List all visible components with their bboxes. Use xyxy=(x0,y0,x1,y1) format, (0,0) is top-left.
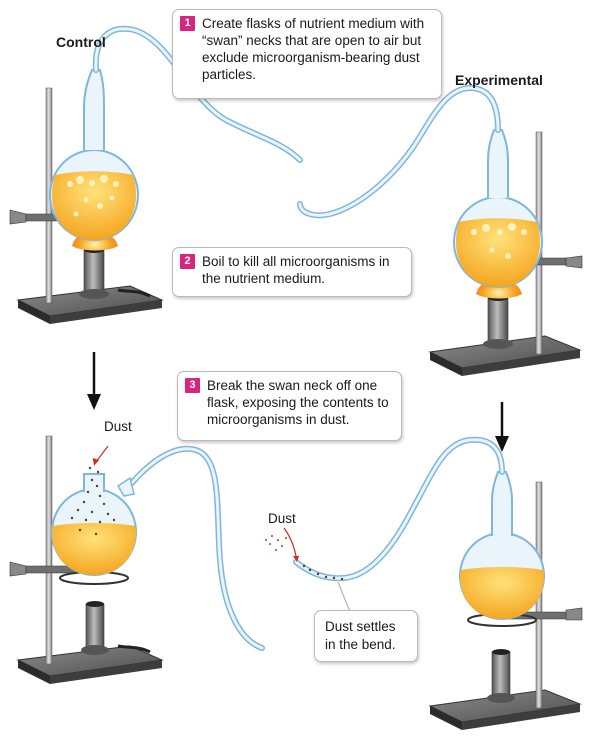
step-2-badge: 2 xyxy=(180,254,195,269)
control-apparatus-heating xyxy=(9,25,303,324)
experimental-heading: Experimental xyxy=(455,72,543,88)
step-2-callout: 2 Boil to kill all microorganisms in the… xyxy=(172,247,412,297)
step-1-text: Create flasks of nutrient medium with “s… xyxy=(202,16,425,82)
step-3-callout: 3 Break the swan neck off one flask, exp… xyxy=(177,371,402,441)
step-3-badge: 3 xyxy=(185,378,200,393)
arrow-down-control xyxy=(87,352,101,410)
experimental-apparatus-heating xyxy=(297,84,583,376)
step-1-callout: 1 Create flasks of nutrient medium with … xyxy=(172,9,442,99)
step-3-text: Break the swan neck off one flask, expos… xyxy=(207,378,389,427)
control-apparatus-broken-neck xyxy=(9,435,265,684)
arrow-down-experimental xyxy=(495,402,509,452)
control-heading: Control xyxy=(56,34,106,50)
dust-label-control: Dust xyxy=(104,419,132,434)
dust-settles-note: Dust settles in the bend. xyxy=(314,610,418,662)
step-1-badge: 1 xyxy=(180,16,195,31)
dust-label-experimental: Dust xyxy=(268,511,296,526)
step-2-text: Boil to kill all microorganisms in the n… xyxy=(202,254,390,286)
experimental-apparatus-intact xyxy=(265,436,583,730)
